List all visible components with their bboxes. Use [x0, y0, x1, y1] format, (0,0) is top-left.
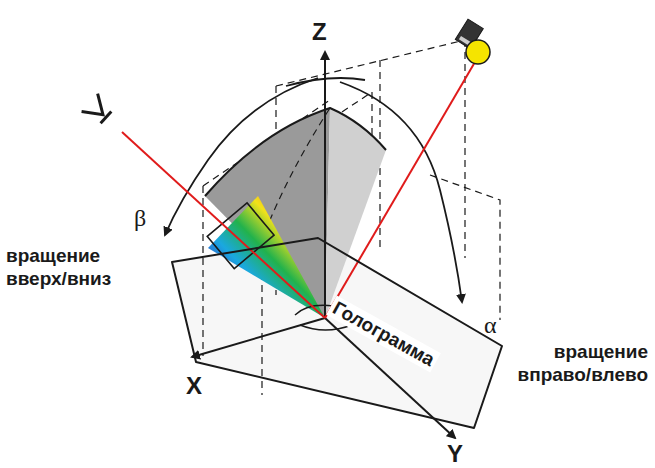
hologram-plate: Голограмма: [165, 232, 510, 434]
plate-outline: [165, 232, 510, 434]
angle-symbol: α: [484, 312, 497, 339]
angle-symbol: β: [134, 205, 146, 232]
axis-label: X: [186, 372, 202, 400]
axis-label: Y: [447, 440, 463, 468]
rotation-note: вращение вверх/вниз: [6, 244, 156, 290]
axis-label: Z: [312, 18, 327, 46]
rotation-note: вращение вправо/влево: [478, 340, 648, 386]
plate-title: Голограмма: [326, 296, 441, 373]
